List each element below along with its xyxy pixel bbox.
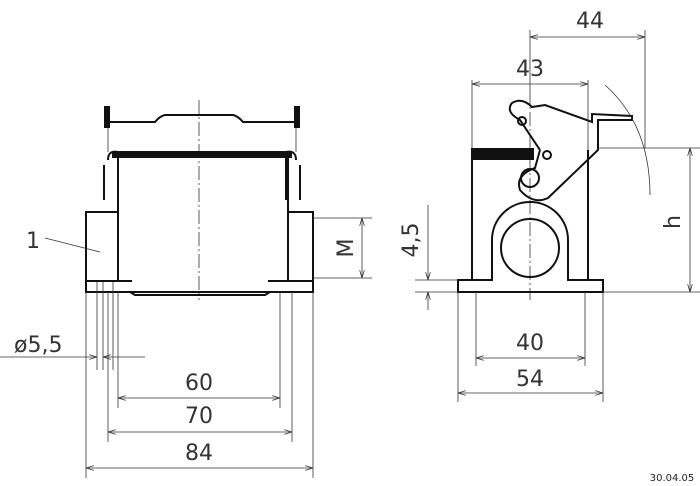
latch-left <box>104 106 110 128</box>
part-number-label: 1 <box>26 229 40 254</box>
dim-h-label: h <box>661 215 686 229</box>
side-view: 44 43 h 4,5 40 54 <box>399 9 700 402</box>
housing-side <box>471 148 589 280</box>
latch-right <box>294 106 300 128</box>
dim-40-label: 40 <box>516 331 544 356</box>
base-pillar <box>457 201 604 293</box>
cable-entry <box>500 218 560 278</box>
seal <box>112 151 292 158</box>
seal-band <box>472 148 534 160</box>
base-flange <box>85 211 314 293</box>
dim-4-5-label: 4,5 <box>399 223 424 258</box>
date-stamp: 30.04.05 <box>650 473 695 484</box>
hole-diameter-label: ø5,5 <box>14 333 62 358</box>
lid <box>107 108 297 128</box>
dim-84-label: 84 <box>185 441 213 466</box>
dim-43-label: 43 <box>516 57 544 82</box>
dim-60-label: 60 <box>185 371 213 396</box>
dim-70-label: 70 <box>185 404 213 429</box>
leader-line <box>44 237 101 253</box>
swing-arc <box>604 84 651 196</box>
dim-44-label: 44 <box>576 9 604 34</box>
dim-54-label: 54 <box>516 367 544 392</box>
front-view: 60 70 84 ø5,5 1 M <box>0 100 372 478</box>
locking-lever <box>508 99 633 202</box>
dim-M-label: M <box>334 239 359 258</box>
